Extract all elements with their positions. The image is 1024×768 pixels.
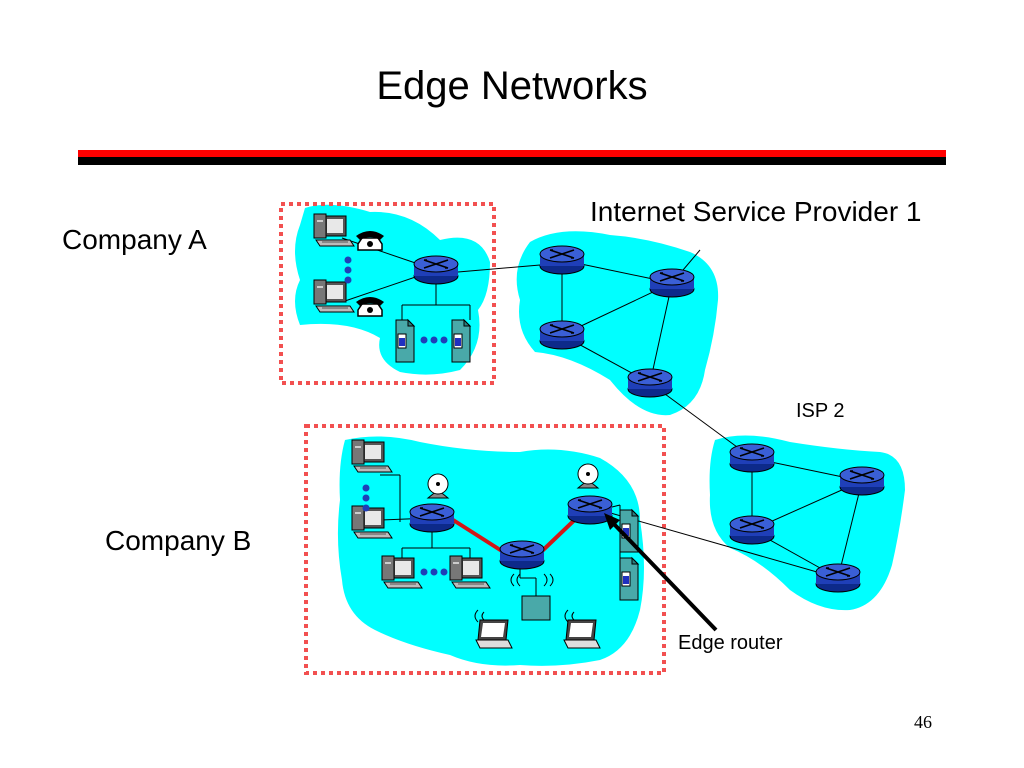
company-b-router-2 <box>499 540 545 570</box>
company-b-boundary <box>304 424 666 675</box>
header-black-bar <box>78 157 946 165</box>
company-b-laptop-1 <box>475 619 513 649</box>
company-b-label: Company B <box>105 525 252 556</box>
company-a-phone-2 <box>355 296 385 317</box>
isp1-router-3 <box>539 320 585 350</box>
edge-router-label: Edge router <box>678 632 783 654</box>
isp2-label: ISP 2 <box>796 400 845 422</box>
isp2-router-3 <box>729 515 775 545</box>
company-a-cloud <box>295 204 490 375</box>
company-b-router-1 <box>409 503 455 533</box>
company-b-server-2 <box>619 557 639 601</box>
slide-title: Edge Networks <box>376 64 648 108</box>
isp2-router-2 <box>839 466 885 496</box>
isp2-router-1 <box>729 443 775 473</box>
isp1-label: Internet Service Provider 1 <box>590 196 922 227</box>
wireless-signal-icon <box>474 573 575 623</box>
company-a-server-2 <box>451 319 471 363</box>
wireless-access-point <box>521 595 551 621</box>
page-number: 46 <box>914 712 932 732</box>
company-b-pc-dots <box>420 568 448 576</box>
company-a-boundary <box>279 202 496 385</box>
company-b-laptop-2 <box>563 619 601 649</box>
company-b-ellipsis-dots <box>362 484 370 512</box>
isp1-router-4 <box>627 368 673 398</box>
isp2-router-4 <box>815 563 861 593</box>
header-red-bar <box>78 150 946 157</box>
company-a-server-1 <box>395 319 415 363</box>
edge-router-arrow <box>604 513 718 632</box>
company-a-ellipsis-dots <box>344 256 352 284</box>
company-a-label: Company A <box>62 224 207 255</box>
isp1-router-1 <box>539 245 585 275</box>
company-a-phone-1 <box>355 230 385 251</box>
isp1-router-2 <box>649 268 695 298</box>
company-a-router <box>413 255 459 285</box>
company-b-cloud <box>337 436 644 666</box>
company-b-edge-router <box>567 495 613 525</box>
company-a-server-dots <box>420 336 448 344</box>
